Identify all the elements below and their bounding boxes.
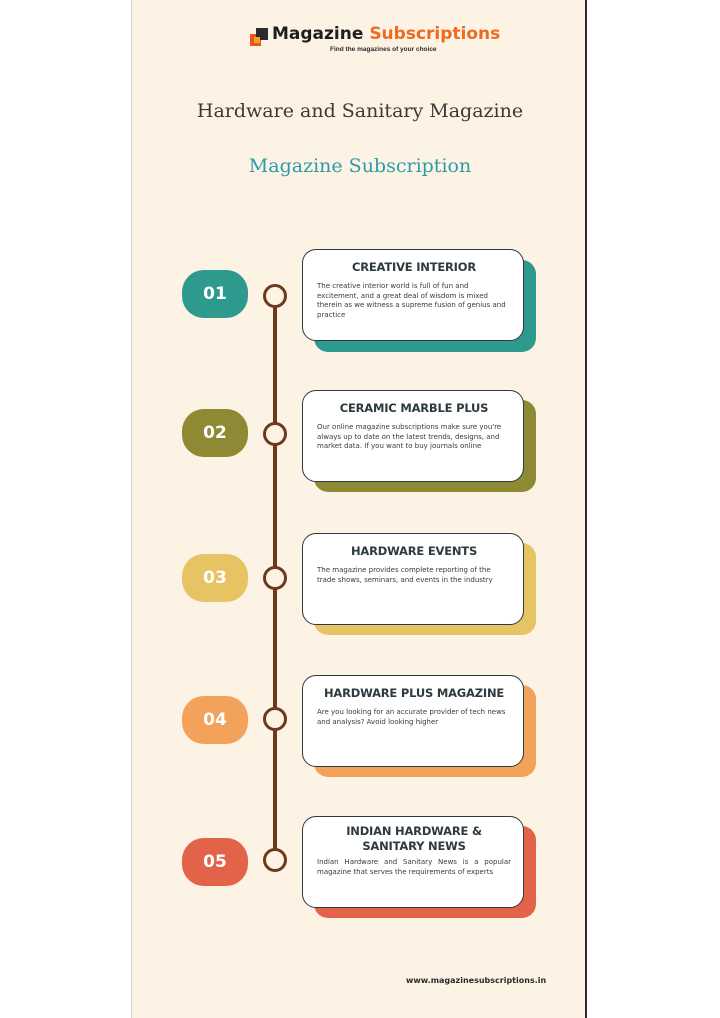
logo-mark-icon	[250, 28, 268, 46]
step-card-02: CERAMIC MARBLE PLUS Our online magazine …	[302, 390, 524, 482]
timeline-node-icon	[263, 848, 287, 872]
card-text: Our online magazine subscriptions make s…	[317, 423, 502, 450]
step-number-01: 01	[182, 270, 248, 318]
timeline-node-icon	[263, 566, 287, 590]
step-card-05: INDIAN HARDWARE & SANITARY NEWS Indian H…	[302, 816, 524, 908]
page-subtitle: Magazine Subscription	[248, 155, 472, 177]
card-text: The creative interior world is full of f…	[317, 282, 506, 319]
footer-url-link[interactable]: www.magazinesubscriptions.in	[406, 976, 547, 985]
timeline-node-icon	[263, 422, 287, 446]
page-title: Hardware and Sanitary Magazine	[196, 100, 524, 122]
step-number-05: 05	[182, 838, 248, 886]
card-title: CERAMIC MARBLE PLUS	[339, 401, 489, 415]
logo-title: Magazine Subscriptions	[272, 24, 500, 44]
card-text: Indian Hardware and Sanitary News is a p…	[317, 858, 511, 876]
card-title: HARDWARE EVENTS	[350, 544, 478, 558]
timeline-node-icon	[263, 707, 287, 731]
step-card-04: HARDWARE PLUS MAGAZINE Are you looking f…	[302, 675, 524, 767]
card-title: CREATIVE INTERIOR	[351, 260, 476, 274]
card-title: HARDWARE PLUS MAGAZINE	[323, 686, 505, 700]
logo-title-part1: Magazine	[272, 24, 364, 44]
logo-title-part2: Subscriptions	[369, 24, 501, 44]
timeline-node-icon	[263, 284, 287, 308]
card-text: Are you looking for an accurate provider…	[317, 708, 506, 726]
step-number-03: 03	[182, 554, 248, 602]
step-number-02: 02	[182, 409, 248, 457]
step-card-01: CREATIVE INTERIOR The creative interior …	[302, 249, 524, 341]
card-title: INDIAN HARDWARE & SANITARY NEWS	[346, 824, 482, 853]
card-text: The magazine provides complete reporting…	[317, 566, 493, 584]
step-number-04: 04	[182, 696, 248, 744]
logo-tagline: Find the magazines of your choice	[330, 46, 437, 53]
step-card-03: HARDWARE EVENTS The magazine provides co…	[302, 533, 524, 625]
infographic-page: Magazine Subscriptions Find the magazine…	[131, 0, 587, 1018]
